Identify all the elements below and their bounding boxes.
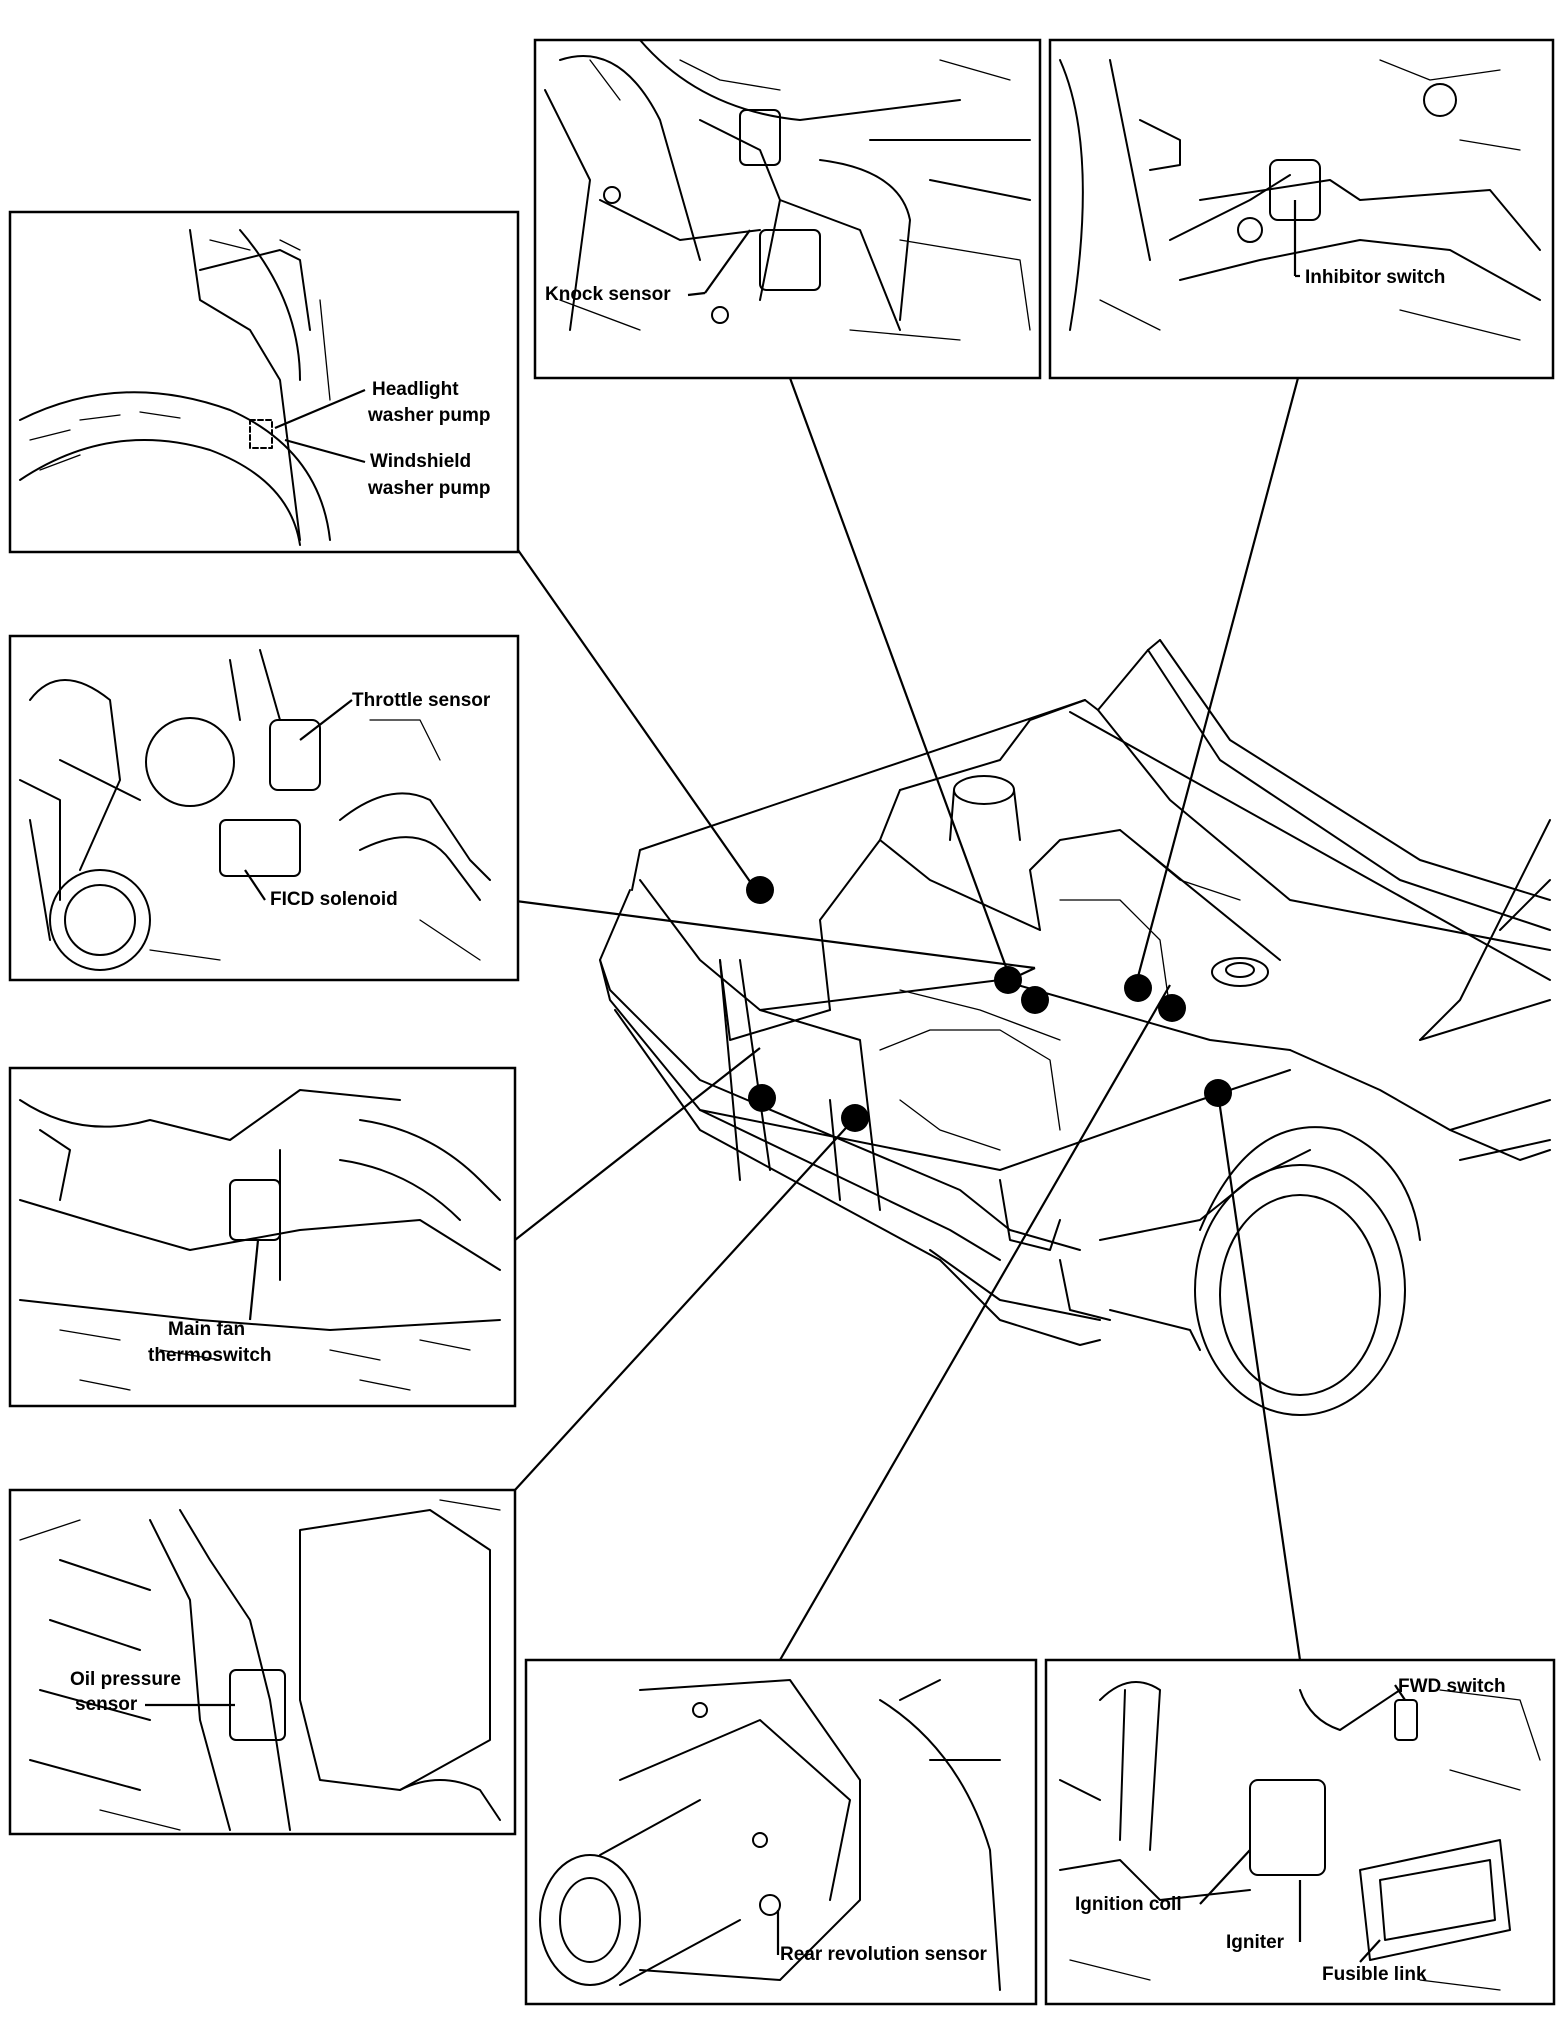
label-ignition-coil: Ignition coil (1075, 1894, 1182, 1915)
label-windshield-washer-pump-2: washer pump (367, 478, 490, 499)
panel-rear-revolution-sensor: Rear revolution sensor (524, 1658, 1038, 2006)
panel-main-fan-thermoswitch: Main fan thermoswitch (8, 1066, 517, 1408)
label-headlight-washer-pump-1: Headlight (372, 379, 459, 400)
dot-washer-pumps (746, 876, 774, 904)
dot-rear-revolution-sensor (1158, 994, 1186, 1022)
dot-oil-pressure-sensor (841, 1104, 869, 1132)
label-oil-pressure-sensor-1: Oil pressure (70, 1669, 181, 1690)
car-illustration (599, 639, 1551, 1416)
dot-throttle-ficd (1021, 986, 1049, 1014)
dot-inhibitor-switch (1124, 974, 1152, 1002)
panel-throttle-ficd: Throttle sensor FICD solenoid (8, 634, 520, 982)
label-throttle-sensor: Throttle sensor (352, 690, 491, 711)
leader-lines (507, 377, 1302, 1661)
panel-inhibitor-switch: Inhibitor switch (1048, 38, 1555, 380)
label-igniter: Igniter (1226, 1932, 1285, 1953)
label-main-fan-thermoswitch-1: Main fan (168, 1319, 245, 1340)
label-windshield-washer-pump-1: Windshield (370, 451, 471, 472)
dot-main-fan-thermoswitch (748, 1084, 776, 1112)
label-ficd-solenoid: FICD solenoid (270, 889, 398, 910)
panel-oil-pressure-sensor: Oil pressure sensor (8, 1488, 517, 1836)
panel-ignition-fwd: FWD switch Ignition coil Igniter Fusible… (1044, 1658, 1556, 2006)
label-headlight-washer-pump-2: washer pump (367, 405, 490, 426)
location-dots (746, 876, 1232, 1132)
label-knock-sensor: Knock sensor (545, 284, 671, 305)
label-rear-revolution-sensor: Rear revolution sensor (780, 1944, 988, 1965)
panel-knock-sensor: Knock sensor (533, 38, 1042, 380)
panel-washer-pumps: Headlight washer pump Windshield washer … (8, 210, 520, 554)
dot-knock-sensor (994, 966, 1022, 994)
label-oil-pressure-sensor-2: sensor (75, 1694, 138, 1715)
label-inhibitor-switch: Inhibitor switch (1305, 267, 1445, 288)
label-fwd-switch: FWD switch (1398, 1676, 1506, 1697)
dot-ignition-group (1204, 1079, 1232, 1107)
label-fusible-link: Fusible link (1322, 1964, 1427, 1985)
label-main-fan-thermoswitch-2: thermoswitch (148, 1345, 272, 1366)
